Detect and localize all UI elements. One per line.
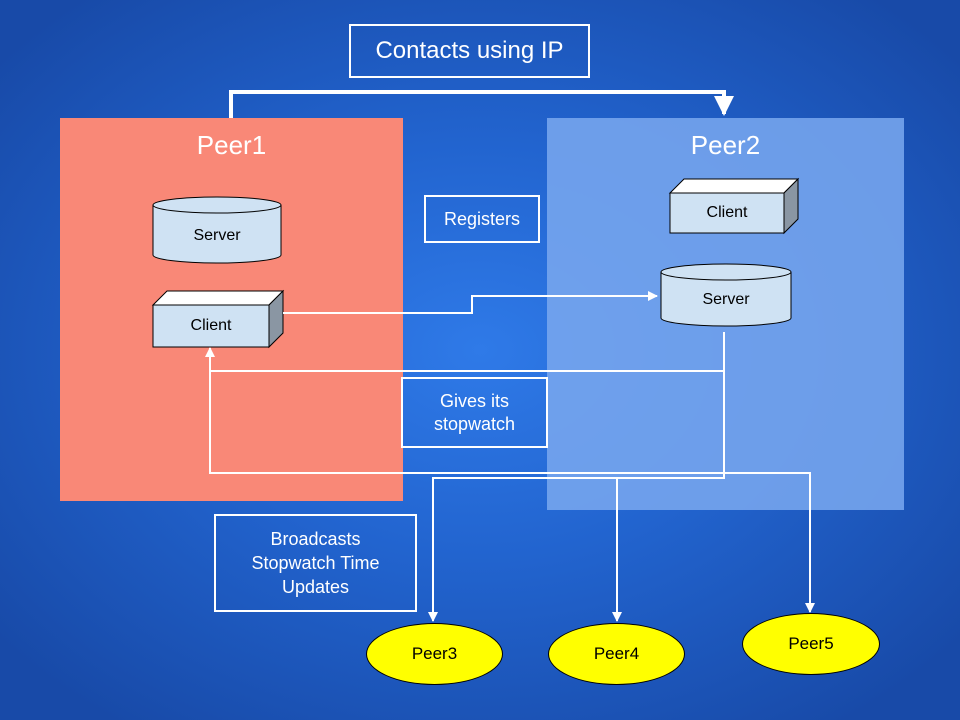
peer1-server-label: Server	[193, 227, 241, 244]
broadcast-line3: Updates	[281, 577, 350, 598]
peer5-node: Peer5	[742, 613, 880, 675]
contacts-label: Contacts using IP	[349, 24, 590, 78]
contacts-connector	[229, 90, 734, 118]
peer2-title: Peer2	[690, 130, 761, 160]
registers-label: Registers	[424, 195, 540, 243]
peer3-node: Peer3	[366, 623, 503, 685]
broadcast-line2: Stopwatch Time	[251, 552, 380, 573]
gives-stopwatch-line2: stopwatch	[433, 413, 516, 434]
gives-stopwatch-label: Gives its stopwatch	[401, 377, 548, 448]
broadcast-label: Broadcasts Stopwatch Time Updates	[214, 514, 417, 612]
peer1-title: Peer1	[196, 130, 267, 160]
peer1-client-label: Client	[190, 317, 232, 334]
peer4-node: Peer4	[548, 623, 685, 685]
peer2-client-label: Client	[706, 204, 748, 221]
broadcast-line1: Broadcasts	[270, 528, 361, 549]
gives-stopwatch-line1: Gives its	[439, 391, 509, 411]
peer2-server-label: Server	[702, 291, 750, 308]
